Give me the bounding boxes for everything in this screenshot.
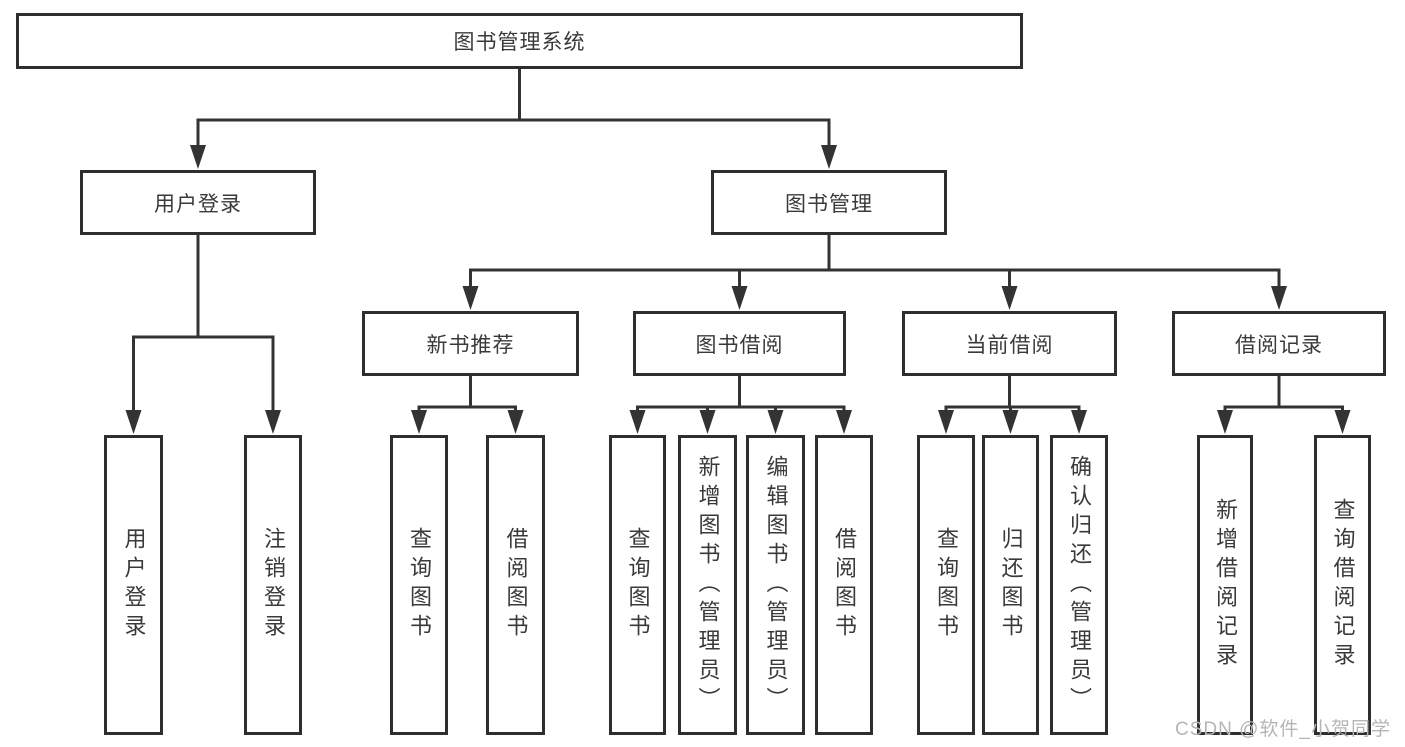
node-confirm-return-admin: 确认归还（管理员） <box>1050 435 1108 735</box>
connector-user-login-to-children <box>125 235 281 434</box>
connector-new-book-recommendation-to-children <box>411 376 524 434</box>
node-label: 新书推荐 <box>426 333 515 357</box>
node-label: 新增图书（管理员） <box>695 454 721 716</box>
node-label: 确认归还（管理员） <box>1067 454 1092 716</box>
node-label: 图书借阅 <box>695 333 784 357</box>
node-label: 图书管理系统 <box>453 31 586 54</box>
node-add-books-admin: 新增图书（管理员） <box>678 435 737 735</box>
node-query-books-current: 查询图书 <box>917 435 975 735</box>
node-logout-leaf: 注销登录 <box>244 435 302 735</box>
node-label: 借阅记录 <box>1235 333 1323 357</box>
node-query-borrow-record: 查询借阅记录 <box>1314 435 1371 735</box>
node-edit-books-admin: 编辑图书（管理员） <box>746 435 805 735</box>
node-add-borrow-record: 新增借阅记录 <box>1197 435 1253 735</box>
node-label: 查询图书 <box>625 527 651 643</box>
node-label: 借阅图书 <box>503 527 529 643</box>
node-borrow-books-recommendation: 借阅图书 <box>486 435 545 735</box>
node-query-books-recommendation: 查询图书 <box>390 435 448 735</box>
node-label: 查询图书 <box>934 527 959 643</box>
node-book-management: 图书管理 <box>711 170 947 235</box>
connector-root-to-level2 <box>190 69 837 169</box>
node-label: 图书管理 <box>785 192 873 216</box>
node-new-book-recommendation: 新书推荐 <box>362 311 579 376</box>
node-label: 借阅图书 <box>832 527 857 643</box>
node-label: 编辑图书（管理员） <box>763 454 789 716</box>
node-label: 当前借阅 <box>965 333 1054 357</box>
node-label: 用户登录 <box>154 192 242 216</box>
connector-book-management-to-children <box>462 235 1287 310</box>
watermark-text: CSDN @软件_小贺同学 <box>1175 719 1391 740</box>
node-label: 归还图书 <box>998 527 1024 643</box>
node-label: 新增借阅记录 <box>1213 498 1238 672</box>
node-borrowing-records: 借阅记录 <box>1172 311 1386 376</box>
connector-borrowing-records-to-children <box>1217 376 1351 434</box>
node-return-books: 归还图书 <box>982 435 1039 735</box>
node-label: 注销登录 <box>261 527 286 643</box>
node-label: 查询图书 <box>407 527 432 643</box>
node-user-login-leaf: 用户登录 <box>104 435 163 735</box>
connector-book-borrowing-to-children <box>629 376 852 434</box>
connector-current-borrowing-to-children <box>938 376 1087 434</box>
node-borrow-books-leaf: 借阅图书 <box>815 435 873 735</box>
node-user-login: 用户登录 <box>80 170 316 235</box>
node-query-books-borrowing: 查询图书 <box>609 435 666 735</box>
node-library-management-system: 图书管理系统 <box>16 13 1023 69</box>
node-label: 用户登录 <box>121 527 147 643</box>
node-current-borrowing: 当前借阅 <box>902 311 1117 376</box>
node-label: 查询借阅记录 <box>1330 498 1356 672</box>
node-book-borrowing: 图书借阅 <box>633 311 846 376</box>
